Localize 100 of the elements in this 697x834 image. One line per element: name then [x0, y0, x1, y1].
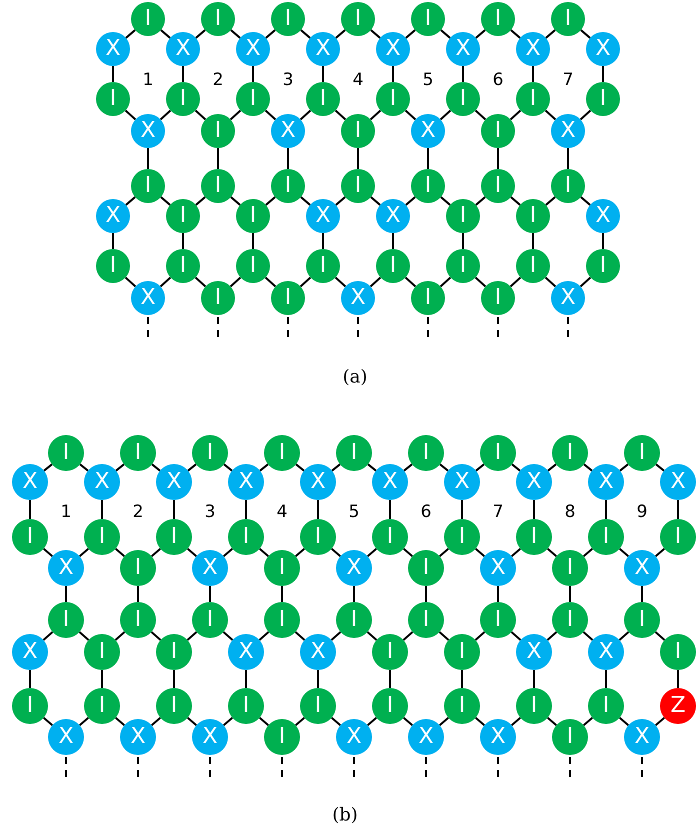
hexagon-number: 2: [132, 502, 144, 522]
circle-node: X: [586, 199, 620, 233]
circle-node: I: [96, 82, 130, 116]
circle-node: X: [48, 550, 84, 586]
connector-line: [461, 500, 463, 519]
connector-line: [78, 548, 90, 558]
connector-line: [78, 716, 90, 726]
connector-line: [187, 464, 197, 472]
connector-line: [29, 500, 31, 519]
connector-line: [544, 276, 556, 288]
connector-line: [580, 276, 592, 288]
connector-line: [150, 548, 162, 558]
connector-line: [330, 548, 342, 558]
connector-line: [510, 110, 522, 120]
circle-node: I: [588, 519, 624, 555]
circle-node: I: [336, 435, 372, 471]
connector-line: [370, 29, 381, 39]
circle-node: X: [586, 32, 620, 66]
circle-node: X: [341, 281, 375, 315]
circle-node: I: [481, 114, 515, 148]
circle-node: X: [131, 114, 165, 148]
circle-node: I: [166, 82, 200, 116]
circle-node: I: [446, 199, 480, 233]
connector-line: [404, 276, 416, 288]
circle-node: X: [551, 114, 585, 148]
connector-line: [580, 110, 592, 120]
circle-node: I: [588, 688, 624, 724]
circle-node: X: [376, 32, 410, 66]
connector-line: [532, 66, 534, 82]
hexagon-number: 1: [142, 70, 154, 90]
connector-line: [300, 276, 312, 288]
connector-line: [300, 196, 311, 206]
circle-node: I: [192, 602, 228, 638]
connector-line: [230, 276, 242, 288]
circle-node: I: [271, 2, 305, 36]
connector-line: [222, 716, 234, 726]
connector-line: [605, 670, 607, 688]
connector-line: [546, 716, 558, 726]
connector-line: [402, 548, 414, 558]
circle-node: I: [131, 2, 165, 36]
circle-node: I: [372, 519, 408, 555]
circle-node: I: [228, 688, 264, 724]
circle-node: X: [480, 719, 516, 755]
connector-line: [438, 716, 450, 726]
connector-line: [252, 66, 254, 82]
hexagon-number: 1: [60, 502, 72, 522]
circle-node: X: [131, 281, 165, 315]
connector-line: [29, 670, 31, 688]
circle-node: I: [156, 519, 192, 555]
connector-line: [392, 233, 394, 249]
connector-line: [42, 631, 54, 641]
circle-node: I: [411, 169, 445, 203]
connector-line: [425, 586, 427, 602]
connector-line: [474, 631, 486, 641]
connector-line: [405, 196, 416, 206]
circle-node: X: [12, 464, 48, 500]
circle-node: I: [48, 602, 84, 638]
connector-line: [402, 716, 414, 726]
connector-line: [300, 29, 311, 39]
connector-line: [125, 196, 136, 206]
circle-node: I: [586, 82, 620, 116]
hexagon-number: 7: [492, 502, 504, 522]
connector-line: [357, 148, 359, 169]
connector-line: [510, 196, 521, 206]
circle-node: X: [444, 464, 480, 500]
circle-node: I: [480, 602, 516, 638]
circle-node: X: [228, 464, 264, 500]
circle-node: I: [271, 169, 305, 203]
connector-line: [287, 148, 289, 169]
circle-node: I: [586, 249, 620, 283]
circle-node: X: [624, 550, 660, 586]
circle-node: I: [228, 519, 264, 555]
connector-line: [546, 631, 558, 641]
connector-line: [322, 233, 324, 249]
circle-node: I: [12, 688, 48, 724]
connector-line: [160, 276, 172, 288]
connector-line: [510, 276, 522, 288]
connector-line: [389, 500, 391, 519]
circle-node: I: [201, 2, 235, 36]
connector-line: [619, 464, 629, 472]
circle-node: I: [120, 550, 156, 586]
connector-line: [317, 500, 319, 519]
panel-caption: (a): [342, 366, 368, 388]
connector-line: [510, 29, 521, 39]
circle-node: X: [372, 464, 408, 500]
connector-line: [334, 276, 346, 288]
circle-node: I: [516, 688, 552, 724]
circle-node: X: [588, 464, 624, 500]
circle-node: I: [341, 2, 375, 36]
connector-line: [317, 670, 319, 688]
circle-node: I: [156, 634, 192, 670]
connector-line: [582, 631, 594, 641]
hexagon-number: 4: [276, 502, 288, 522]
connector-line: [209, 586, 211, 602]
connector-line: [641, 586, 643, 602]
connector-line: [438, 631, 450, 641]
hexagon-number: 5: [348, 502, 360, 522]
circle-node: I: [156, 688, 192, 724]
connector-line: [403, 464, 413, 472]
circle-node: X: [300, 634, 336, 670]
